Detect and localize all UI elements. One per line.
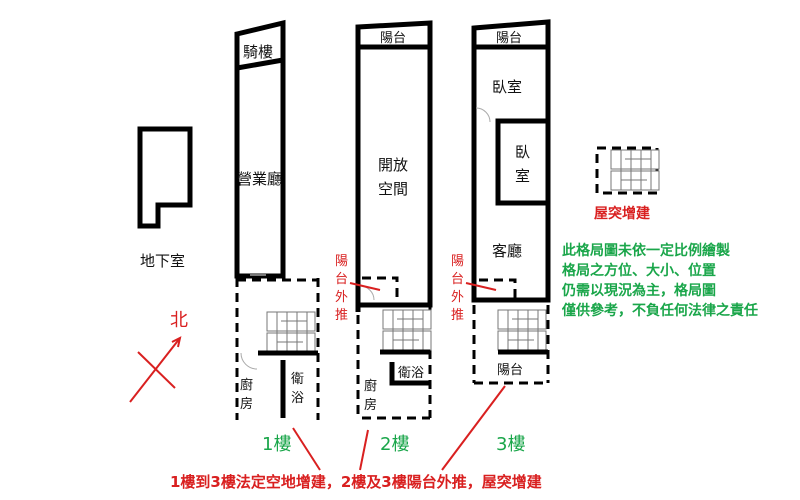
floor-1-hall: 營業廳	[237, 170, 282, 188]
disclaimer-line-1: 此格局圖未依一定比例繪製	[562, 242, 730, 259]
caption: 1樓到3樓法定空地增建，2樓及3樓陽台外推，屋突增建	[170, 473, 543, 491]
floor-3-ext-4: 推	[451, 308, 464, 323]
floor-3-bedroom-1: 臥室	[492, 78, 522, 96]
floor-2-kitchen-1: 廚	[364, 378, 377, 394]
floor-2-open-2: 空間	[378, 180, 408, 198]
floor-3-bedroom-2b: 室	[515, 167, 530, 185]
floor-2-open-1: 開放	[378, 156, 408, 174]
floor-2-kitchen-2: 房	[364, 397, 377, 413]
north-arrow-icon	[129, 336, 182, 403]
floor-1-arcade: 騎樓	[243, 43, 273, 61]
disclaimer-line-4: 僅供參考，不負任何法律之責任	[561, 302, 758, 319]
floor-3-bedroom-2a: 臥	[515, 143, 530, 161]
north-label: 北	[170, 310, 188, 331]
floor-1-kitchen-1: 廚	[240, 377, 253, 393]
floor-3-balcony-top: 陽台	[496, 31, 522, 46]
basement-outline	[137, 126, 193, 229]
floor-3-ext-1: 陽	[451, 254, 464, 269]
floor-1-kitchen-2: 房	[240, 396, 253, 412]
floor-3-plan	[471, 19, 551, 385]
floor-3-living: 客廳	[492, 242, 522, 260]
floor-2-plan	[355, 20, 433, 420]
floor-2-label: 2樓	[380, 434, 409, 455]
floor-3-ext-3: 外	[451, 290, 464, 305]
floor-1-bath-1: 衛	[291, 372, 304, 387]
floor-3-balcony-bottom: 陽台	[497, 363, 523, 378]
basement-label: 地下室	[140, 252, 185, 270]
floor-1-bath-2: 浴	[291, 391, 304, 406]
floor-2-ext-3: 外	[335, 290, 348, 305]
floor-2-balcony: 陽台	[380, 31, 406, 46]
floor-2-ext-2: 台	[335, 272, 348, 287]
floor-2-ext-4: 推	[335, 308, 348, 323]
disclaimer-line-2: 格局之方位、大小、位置	[562, 262, 716, 279]
floor-3-ext-2: 台	[451, 272, 464, 287]
floor-3-label: 3樓	[496, 434, 525, 455]
disclaimer-line-3: 仍需以現況為主，格局圖	[561, 282, 716, 299]
floor-2-bath: 衛浴	[398, 366, 424, 381]
floor-1-plan	[234, 19, 320, 420]
roof-label: 屋突增建	[594, 205, 650, 222]
floor-2-ext-1: 陽	[335, 254, 348, 269]
floor-1-label: 1樓	[262, 434, 291, 455]
